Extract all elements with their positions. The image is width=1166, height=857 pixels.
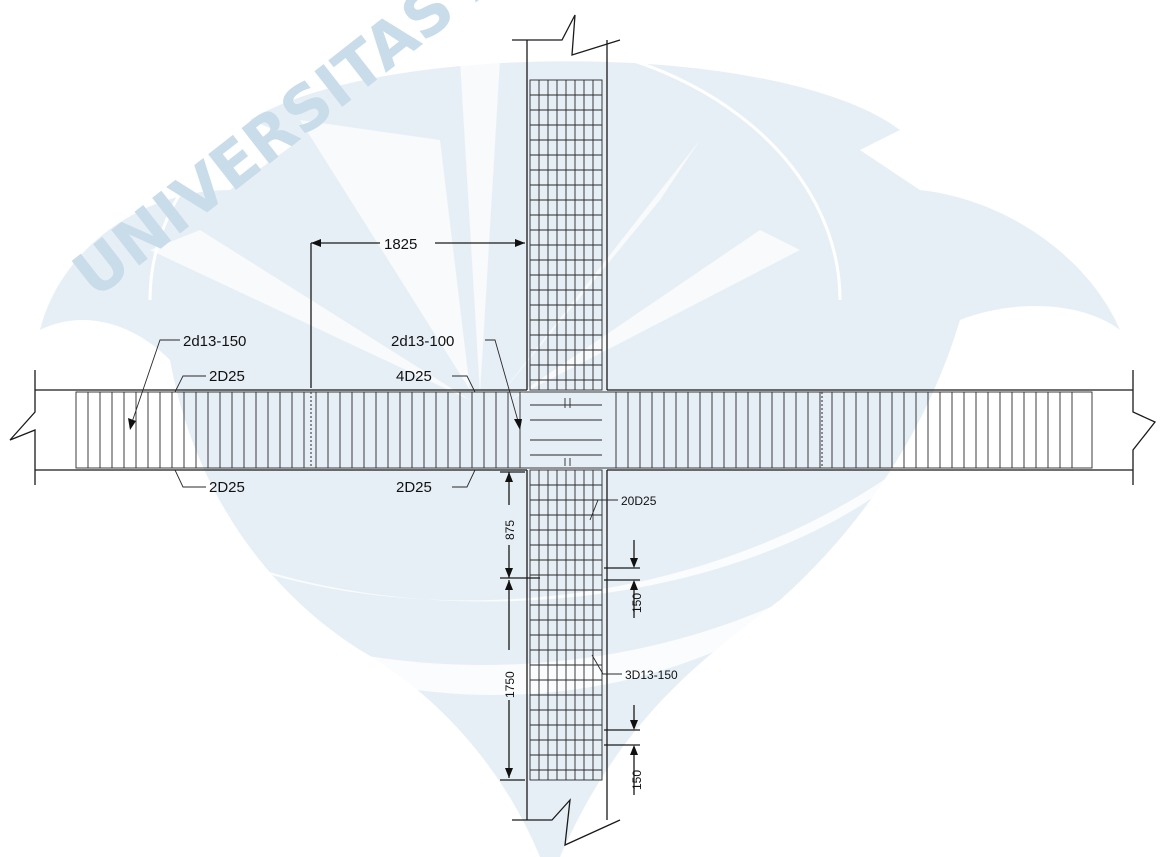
col-ties-label: 3D13-150	[625, 668, 678, 682]
right-break-symbol	[1132, 370, 1157, 485]
bottom-break-symbol	[512, 798, 621, 847]
joint-ties	[530, 398, 602, 466]
beam-stirrups	[87, 392, 1073, 468]
leader-top-bar-mid: 4D25	[396, 368, 476, 393]
leader-bottom-bar-mid: 2D25	[396, 469, 476, 496]
leader-stirrup-left: 2d13-150	[128, 333, 246, 430]
dimension-1750: 1750	[500, 580, 525, 781]
dimension-150-b: 150	[604, 705, 644, 795]
stirrup-joint-label: 2d13-100	[391, 333, 454, 350]
leader-bottom-bar-left: 2D25	[174, 469, 245, 496]
leader-col-bars: 20D25	[589, 494, 657, 521]
dimension-1825: 1825	[310, 236, 525, 388]
column	[512, 14, 621, 847]
dim-150-a-text: 150	[630, 593, 644, 613]
beam	[9, 370, 1157, 485]
leader-top-bar-left: 2D25	[174, 368, 245, 393]
col-bars-label: 20D25	[621, 494, 657, 508]
dim-150-b-text: 150	[630, 770, 644, 790]
leader-col-ties: 3D13-150	[591, 654, 678, 682]
dim-1750-text: 1750	[503, 671, 517, 698]
top-bar-left-label: 2D25	[209, 368, 245, 385]
dimension-150-a: 150	[604, 540, 644, 618]
dim-1825-text: 1825	[384, 236, 417, 253]
stirrup-left-label: 2d13-150	[183, 333, 246, 350]
dimension-875: 875	[500, 471, 540, 579]
leader-stirrup-joint: 2d13-100	[391, 333, 522, 430]
top-break-symbol	[512, 14, 621, 56]
column-grid	[530, 80, 602, 780]
dim-875-text: 875	[503, 520, 517, 540]
bottom-bar-left-label: 2D25	[209, 479, 245, 496]
left-break-symbol	[9, 370, 36, 485]
bottom-bar-mid-label: 2D25	[396, 479, 432, 496]
top-bar-mid-label: 4D25	[396, 368, 432, 385]
watermark-logo: UNIVERSITAS ATMA JAYA YOGYAKARTA	[40, 0, 1153, 857]
